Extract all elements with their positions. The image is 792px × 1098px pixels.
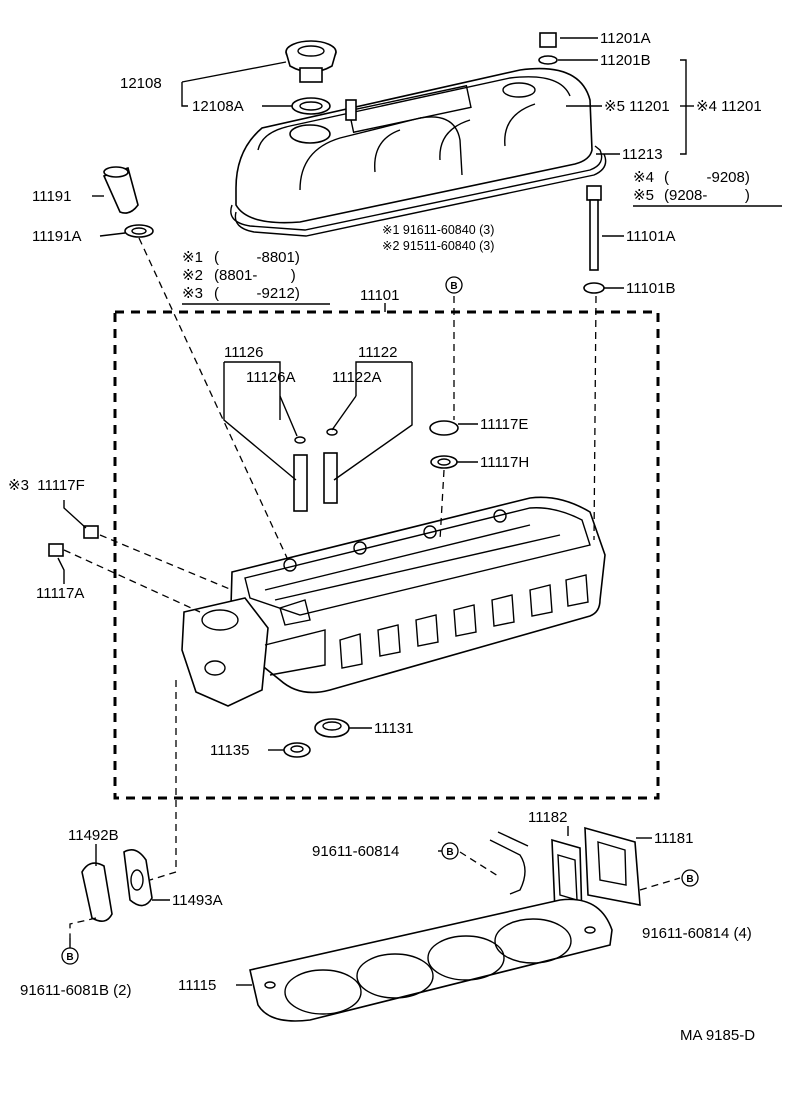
- label-11101: 11101: [360, 287, 400, 304]
- seals-drawing: [283, 718, 350, 758]
- cylinder-head-subassembly-box: [113, 310, 660, 800]
- oil-seal-drawing: [429, 420, 459, 469]
- label-bolt-center-2: ※2 91511-60840 (3): [382, 239, 494, 253]
- head-gasket-drawing: [249, 898, 613, 1022]
- note-3-mark: ※3: [182, 285, 203, 302]
- label-12108A: 12108A: [192, 98, 244, 115]
- plugs-drawing: [48, 525, 99, 557]
- label-11101B: 11101B: [626, 280, 676, 297]
- svg-text:B: B: [450, 281, 457, 292]
- label-11492B: 11492B: [68, 827, 119, 844]
- cylinder-head-drawing: [181, 496, 606, 707]
- note-3-range: ( -9212): [214, 285, 300, 302]
- label-11115: 11115: [178, 977, 216, 994]
- svg-text:B: B: [446, 847, 453, 858]
- label-bolt-right: 91611-60814 (4): [642, 925, 752, 942]
- label-11117A: 11117A: [36, 585, 84, 602]
- notes-right: ※4 ( -9208) ※5 (9208- ): [633, 169, 782, 207]
- label-11117F: ※3 11117F: [8, 477, 85, 494]
- label-11213: 11213: [622, 146, 663, 163]
- pcv-grommet-drawing: [102, 166, 154, 238]
- notes-left: ※1 ( -8801) ※2 (8801- ) ※3 ( -9212): [182, 249, 330, 305]
- label-11101A: 11101A: [626, 228, 676, 245]
- svg-text:B: B: [686, 874, 693, 885]
- label-11201-note5: ※5 11201: [604, 98, 670, 115]
- valve-cover-gasket-drawing: [230, 145, 607, 237]
- svg-text:B: B: [66, 952, 73, 963]
- label-11201-note4: ※4 11201: [696, 98, 762, 115]
- bolt-symbol-right: B: [681, 869, 699, 887]
- stud-bolt-drawing: [583, 185, 605, 294]
- note-1-range: ( -8801): [214, 249, 300, 266]
- note-1-mark: ※1: [182, 249, 203, 266]
- label-11201B: 11201B: [600, 52, 651, 69]
- label-11191: 11191: [32, 188, 72, 205]
- note-4-mark: ※4: [633, 169, 654, 186]
- bolt-symbol-left-top: B: [441, 842, 459, 860]
- leader-lines: [57, 37, 694, 986]
- label-11191A: 11191A: [32, 228, 82, 245]
- label-11122: 11122: [358, 344, 398, 361]
- note-2-range: (8801- ): [214, 267, 296, 284]
- bolt-symbol-left-bottom: B: [61, 947, 79, 965]
- label-bolt-center-1: ※1 91611-60840 (3): [382, 223, 494, 237]
- note-5-range: (9208- ): [664, 187, 750, 204]
- label-bolt-left-bottom: 91611-6081B (2): [20, 982, 131, 999]
- valve-cover-drawing: [235, 67, 593, 224]
- gasket-plate-drawing: [81, 849, 153, 922]
- label-12108: 12108: [120, 75, 162, 92]
- note-5-mark: ※5: [633, 187, 654, 204]
- bolt-symbol-center: B: [445, 276, 463, 294]
- label-11181: 11181: [654, 830, 694, 847]
- label-11117E: 11117E: [480, 416, 528, 433]
- label-11122A: 11122A: [332, 369, 382, 386]
- valve-guides-drawing: [293, 428, 338, 512]
- oil-filler-gasket-drawing: [291, 97, 331, 115]
- oil-filler-cap-drawing: [285, 40, 337, 83]
- label-bolt-left-top: 91611-60814: [312, 843, 399, 860]
- label-11126: 11126: [224, 344, 264, 361]
- label-11182: 11182: [528, 809, 568, 826]
- label-11201A: 11201A: [600, 30, 651, 47]
- note-4-range: ( -9208): [664, 169, 750, 186]
- label-11493A: 11493A: [172, 892, 223, 909]
- label-11131: 11131: [374, 720, 414, 737]
- footer-code: MA 9185-D: [680, 1027, 755, 1044]
- cap-nut-drawing: [538, 32, 558, 65]
- note-2-mark: ※2: [182, 267, 203, 284]
- dashed-guides: [63, 237, 681, 938]
- label-11117H: 11117H: [480, 454, 529, 471]
- label-11135: 11135: [210, 742, 250, 759]
- label-11126A: 11126A: [246, 369, 296, 386]
